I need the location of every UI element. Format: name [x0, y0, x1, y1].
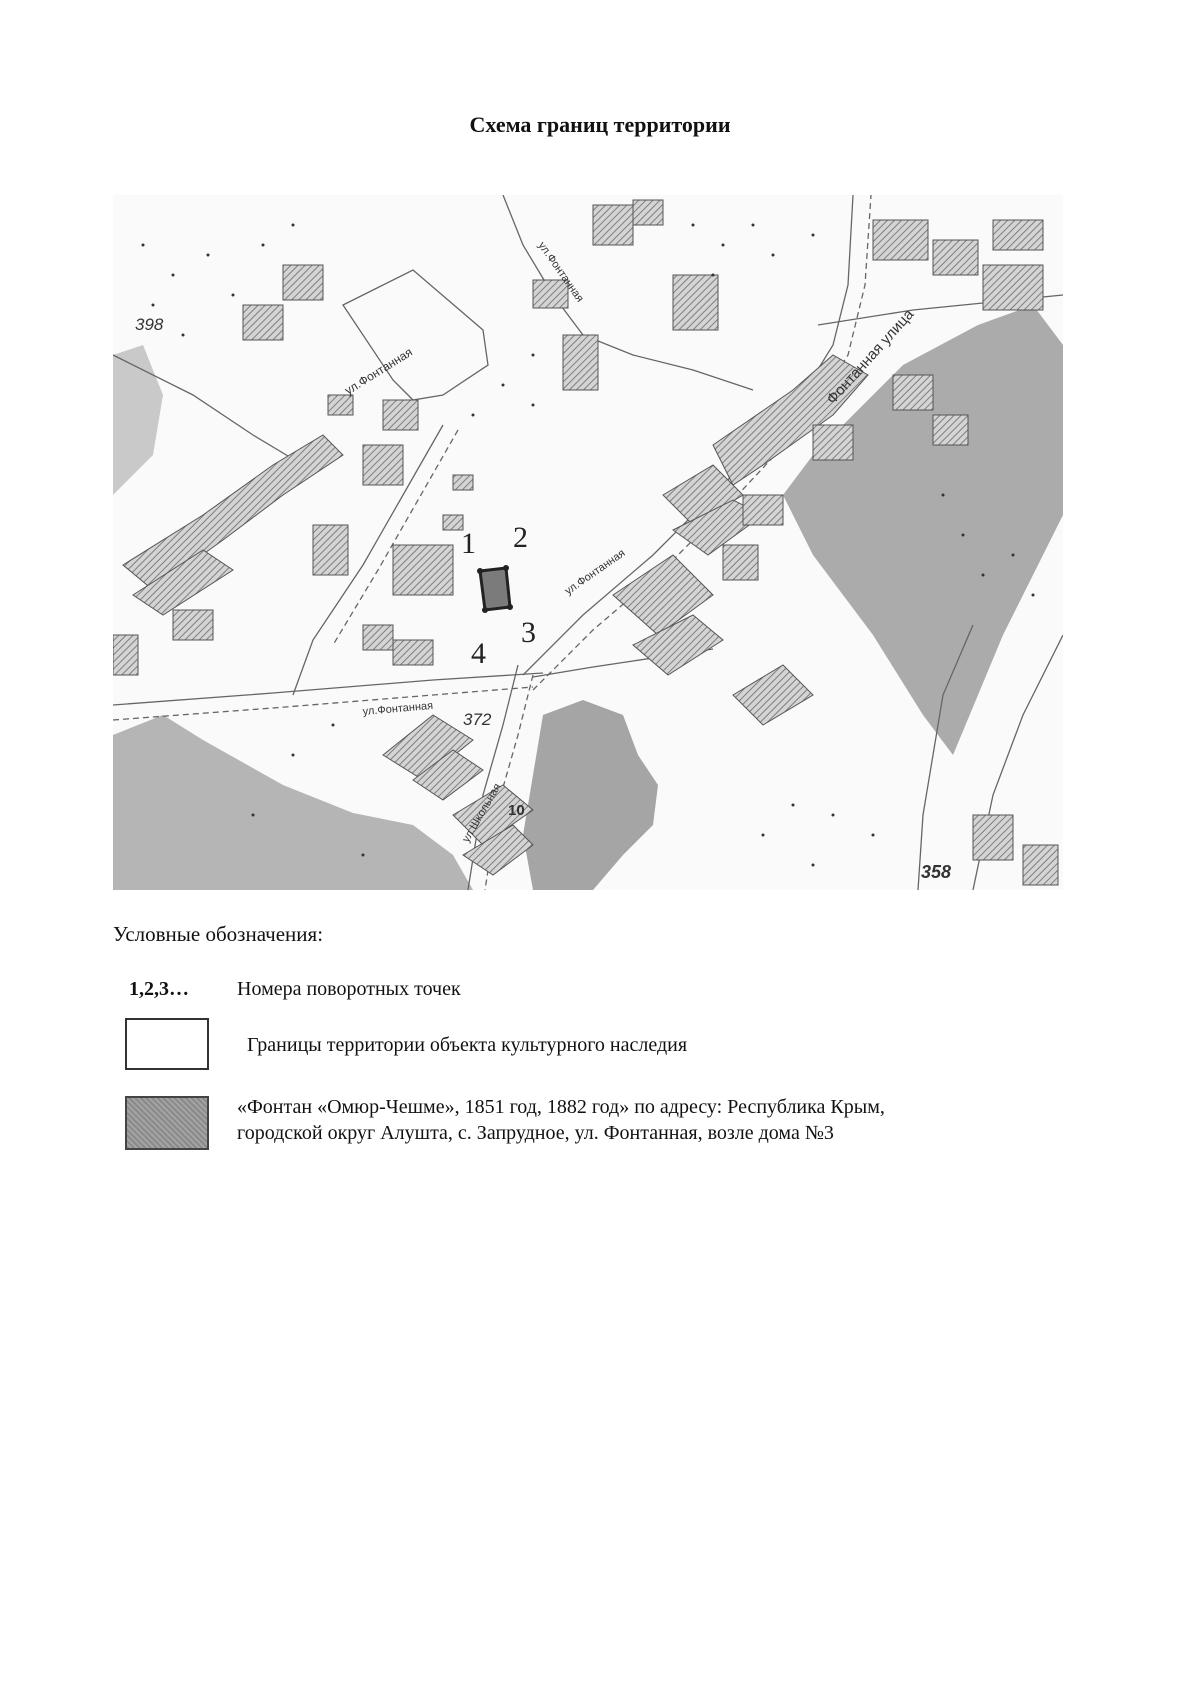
turning-points-text: Номера поворотных точек: [237, 978, 461, 1000]
object-text-line: городской округ Алушта, с. Запрудное, ул…: [237, 1122, 834, 1144]
boundary-swatch: [125, 1018, 209, 1070]
boundary-text: Границы территории объекта культурного н…: [247, 1034, 688, 1056]
turning-point-label: 1: [461, 527, 476, 560]
turning-point-marker: [482, 607, 488, 613]
turning-point-label: 3: [521, 616, 536, 649]
buildings: [113, 199, 1059, 886]
elevation-label: 358: [921, 862, 951, 882]
object-swatch: [125, 1096, 209, 1150]
parcel-outline: [342, 269, 489, 401]
elevation-label: 398: [135, 315, 164, 334]
elevation-label: 372: [463, 710, 492, 729]
house-number: 10: [508, 802, 525, 819]
turning-point-marker: [503, 565, 509, 571]
turning-points-symbol: 1,2,3…: [129, 978, 189, 1000]
heritage-object-boundary: [478, 566, 512, 612]
legend-heading: Условные обозначения:: [113, 922, 324, 946]
object-text: «Фонтан «Омюр-Чешме», 1851 год, 1882 год…: [237, 1094, 1057, 1146]
gray-zones: [113, 305, 1063, 890]
turning-point-marker: [507, 604, 513, 610]
map: 398 372 358 ул.Фонтанная Фонтанная улица…: [113, 195, 1063, 890]
page-title: Схема границ территории: [469, 112, 731, 137]
turning-point-label: 4: [471, 637, 486, 670]
turning-point-marker: [477, 568, 483, 574]
object-text-line: «Фонтан «Омюр-Чешме», 1851 год, 1882 год…: [237, 1096, 885, 1118]
turning-point-label: 2: [513, 521, 528, 554]
vegetation-dots: [141, 223, 1035, 867]
